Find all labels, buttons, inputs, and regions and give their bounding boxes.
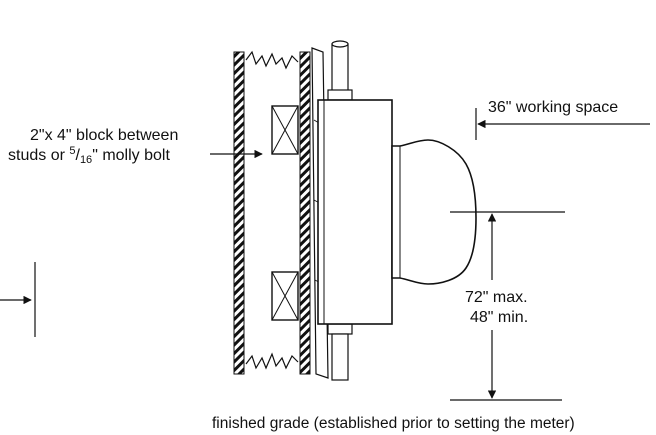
upper-block <box>271 105 299 155</box>
block-label-line1: 2"x 4" block between <box>30 127 178 144</box>
lower-block <box>271 271 299 321</box>
fraction-slash: / <box>75 147 80 164</box>
top-conduit <box>327 40 353 101</box>
front-wall-hatched <box>299 51 311 375</box>
top-break-line <box>245 50 299 70</box>
working-space-label: 36" working space <box>488 99 618 116</box>
bottom-conduit <box>327 323 353 381</box>
height-min-label: 48" min. <box>470 309 528 326</box>
meter-body <box>391 139 477 285</box>
finished-grade-label: finished grade (established prior to set… <box>212 415 575 432</box>
block-label-suffix: " molly bolt <box>92 147 170 164</box>
block-label-prefix: studs or <box>8 147 69 164</box>
fraction-numerator: 5 <box>69 145 75 157</box>
height-max-label: 72" max. <box>465 289 528 306</box>
bottom-break-line <box>245 352 299 370</box>
block-label-line2: studs or 5/16" molly bolt <box>8 145 170 166</box>
back-wall-hatched <box>233 51 245 375</box>
meter-base <box>317 99 393 325</box>
fraction-denominator: 16 <box>80 154 92 166</box>
